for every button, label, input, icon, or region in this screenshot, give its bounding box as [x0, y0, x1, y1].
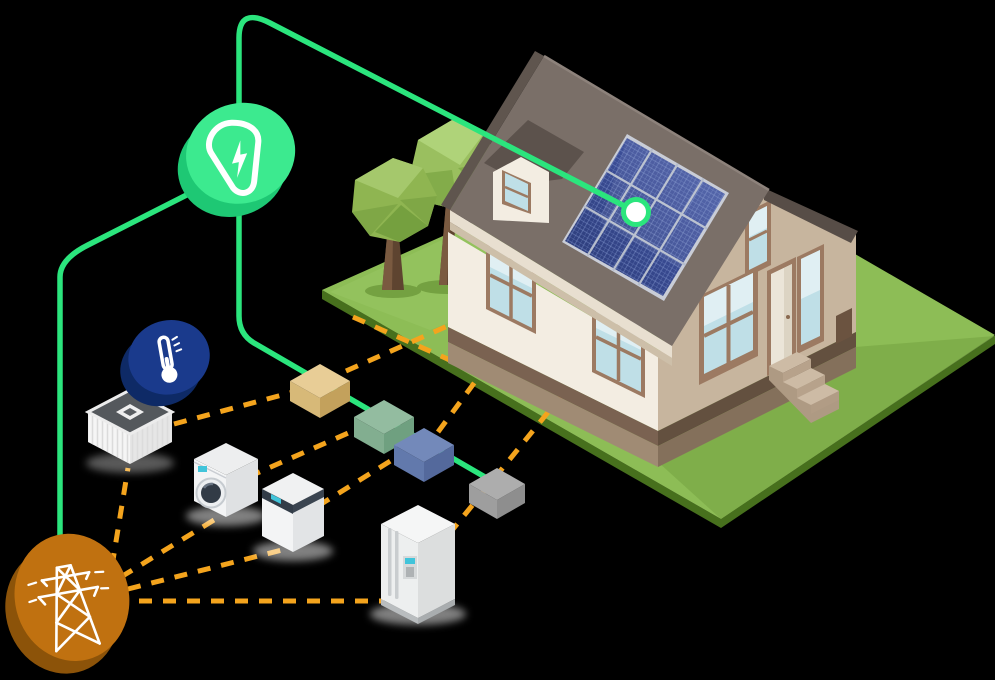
- washer-door-glass: [201, 483, 221, 503]
- fridge-top: [381, 505, 455, 543]
- window-upper-small: [745, 200, 771, 278]
- washer-display: [198, 466, 207, 472]
- appliances: [84, 388, 466, 625]
- tree: [352, 158, 437, 290]
- dashed-link-grid-dishwasher: [127, 546, 287, 592]
- roof-verge: [441, 51, 544, 210]
- fridge-base: [418, 599, 455, 624]
- window-tall: [797, 244, 824, 354]
- fridge-handle: [395, 531, 399, 599]
- house: [441, 51, 858, 467]
- smart-modules: [290, 364, 525, 519]
- washer-seam: [193, 461, 227, 479]
- dashed-link-grid-washer: [119, 517, 216, 580]
- roof-ridge: [543, 54, 770, 192]
- step-riser: [811, 391, 839, 414]
- tree-shadow: [365, 284, 421, 298]
- temperature-badge: [120, 319, 210, 407]
- tree-canopy-facet: [375, 205, 428, 242]
- dashed-link-grid-hvac: [109, 467, 131, 567]
- washing-machine: [193, 443, 258, 517]
- window-mullion: [703, 310, 754, 338]
- porch-steps: [769, 352, 839, 423]
- dashed-link-hvac-module: [173, 388, 298, 427]
- smart-module-tan: [290, 364, 350, 418]
- fridge-display: [405, 558, 415, 564]
- temperature-badge-face: [128, 319, 210, 395]
- tree-canopy-facet: [400, 196, 437, 226]
- dormer: [484, 120, 584, 223]
- refrigerator: [381, 505, 455, 624]
- tree-trunk-light: [382, 236, 393, 290]
- roof-soffit: [450, 210, 672, 358]
- dishwasher: [262, 473, 324, 552]
- window-wide: [699, 267, 758, 385]
- hvac-louvers: [130, 412, 172, 464]
- tree-canopy-facet: [355, 158, 423, 198]
- house-skirt-front: [448, 327, 658, 446]
- front-door: [767, 257, 796, 376]
- dashed-link-dishwasher-module: [316, 452, 402, 509]
- power-grid-badge: [5, 533, 130, 674]
- wing-roof-fascia: [764, 188, 858, 243]
- washer-top: [194, 443, 258, 475]
- washer-door-highlight: [202, 482, 214, 489]
- window-glass-highlight: [801, 250, 820, 299]
- energy-badge: [177, 102, 296, 217]
- green-energy-line-grid-branch: [57, 169, 235, 563]
- step-tread: [783, 368, 825, 389]
- step-riser: [797, 375, 825, 398]
- step-tread: [797, 384, 839, 405]
- dishwasher-display: [271, 494, 281, 504]
- smart-module-gray: [469, 468, 525, 519]
- lightning-icon: [206, 119, 262, 196]
- fridge-base: [381, 599, 418, 624]
- window-mullion: [748, 229, 768, 242]
- transmission-tower-icon: [27, 564, 110, 653]
- thermometer-icon: [157, 335, 183, 383]
- window-mullion: [489, 273, 533, 298]
- lawn-shade-patch: [658, 336, 995, 519]
- house-foundation-front: [448, 342, 658, 467]
- power-grid-badge-face: [14, 533, 130, 662]
- tree-canopy-facet: [352, 204, 398, 236]
- hvac-unit: [84, 388, 176, 464]
- tree-canopy-facet: [418, 120, 485, 165]
- fridge-dispenser-well: [406, 567, 414, 577]
- washer-side: [226, 459, 258, 517]
- window-mullion: [504, 185, 529, 199]
- fridge-side: [418, 524, 455, 618]
- smart-module-blue: [394, 428, 454, 482]
- dashed-link-washer-module: [246, 424, 364, 480]
- door-panel-shade: [784, 264, 792, 361]
- dishwasher-control-strip-side: [293, 489, 324, 513]
- step-riser: [783, 359, 811, 382]
- window-mullion: [595, 335, 642, 361]
- smart-module-sage: [354, 400, 414, 454]
- fridge-handle: [388, 528, 392, 596]
- hvac-top-vent-inner: [123, 408, 137, 416]
- step-tread: [769, 352, 811, 373]
- hvac-louvers: [88, 412, 130, 464]
- roof-soffit-shadow: [450, 222, 672, 366]
- solar-connection-node: [621, 197, 651, 227]
- door-knob: [786, 315, 790, 319]
- solar-panel-sheen: [600, 138, 725, 268]
- downspout-block: [836, 308, 852, 344]
